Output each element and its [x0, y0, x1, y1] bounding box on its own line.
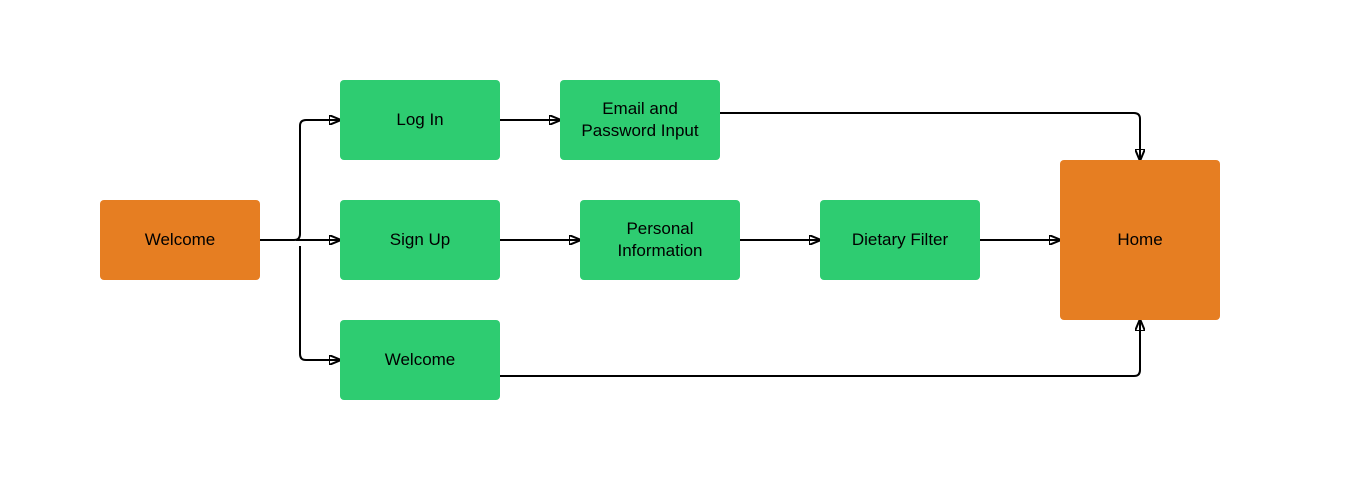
- node-label: Dietary Filter: [851, 230, 949, 249]
- edge-email-password-to-home: [720, 112, 1140, 160]
- node-home: Home: [1060, 160, 1220, 320]
- node-label: Personal Information: [617, 219, 703, 260]
- node-personal-information: Personal Information: [580, 200, 740, 280]
- node-dietary-filter: Dietary Filter: [820, 200, 980, 280]
- node-log-in: Log In: [340, 80, 500, 160]
- edge-welcome-guest-to-home: [500, 320, 1140, 377]
- node-label: Home: [1117, 230, 1163, 249]
- edge-welcome-to-log-in: [299, 120, 340, 234]
- node-label: Welcome: [384, 350, 456, 369]
- node-label: Sign Up: [389, 230, 451, 249]
- node-email-password-input: Email and Password Input: [560, 80, 720, 160]
- edge-welcome-trunk: [260, 233, 301, 241]
- node-label: Log In: [396, 110, 444, 129]
- node-label: Welcome: [144, 230, 216, 249]
- node-label: Email and Password Input: [581, 99, 699, 140]
- node-welcome-guest: Welcome: [340, 320, 500, 400]
- node-welcome-start: Welcome: [100, 200, 260, 280]
- node-sign-up: Sign Up: [340, 200, 500, 280]
- edge-welcome-to-welcome-guest: [299, 246, 340, 360]
